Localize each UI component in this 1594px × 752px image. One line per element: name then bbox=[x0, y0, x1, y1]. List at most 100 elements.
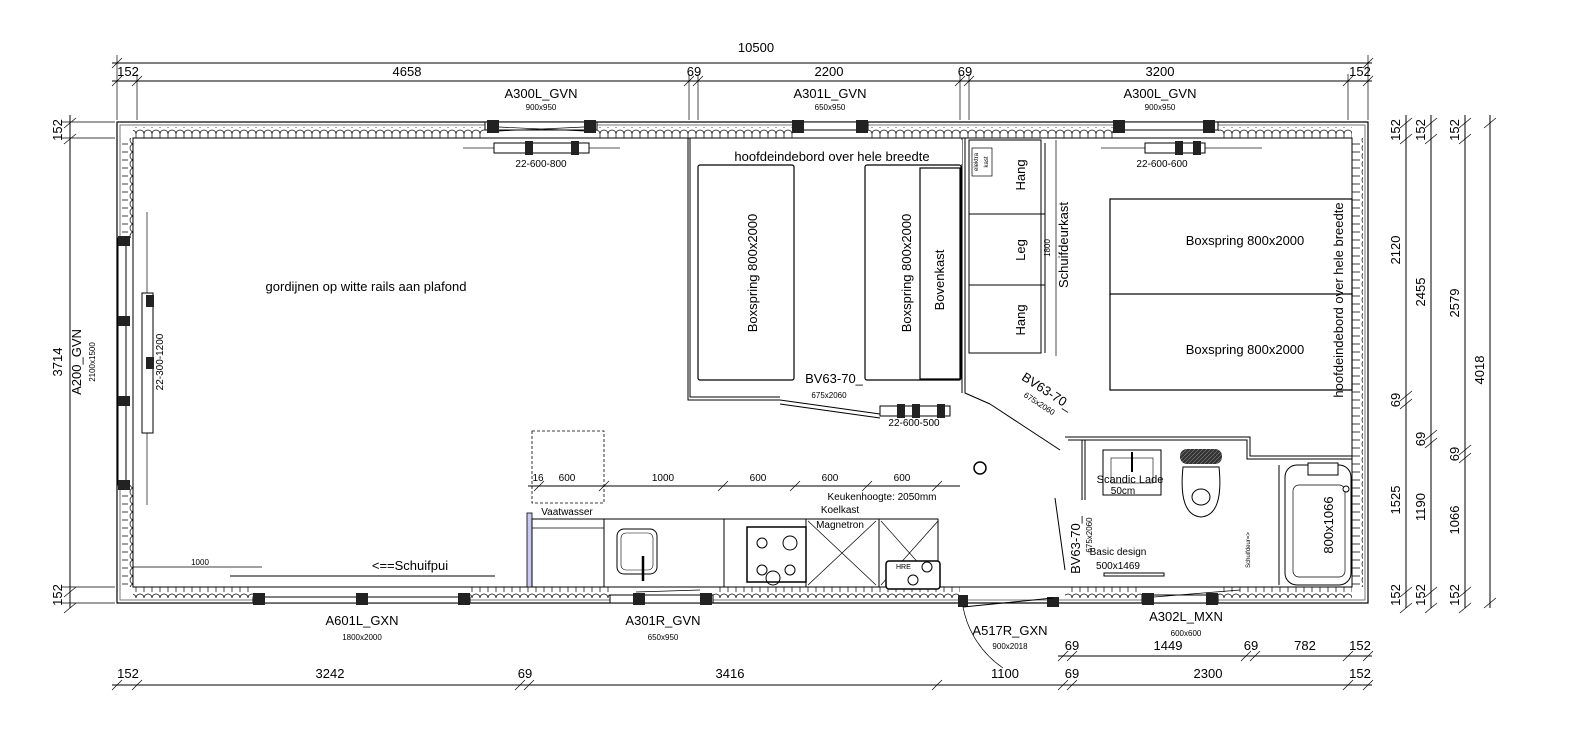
bed-label: Boxspring 800x2000 bbox=[899, 214, 914, 333]
door-size: 1800x2000 bbox=[342, 633, 382, 642]
window-code: A300L_GVN bbox=[1124, 86, 1197, 101]
kitchen-height: Keukenhoogte: 2050mm bbox=[828, 492, 937, 503]
sink-size: 50cm bbox=[1111, 486, 1135, 497]
window-top-left: A300L_GVN 900x950 bbox=[484, 86, 598, 133]
bed-label: Boxspring 800x2000 bbox=[745, 214, 760, 333]
dim-bottom: 69 bbox=[518, 666, 532, 681]
dim-right: 152 bbox=[1447, 584, 1462, 606]
curtains-note: gordijnen op witte rails aan plafond bbox=[266, 279, 467, 294]
dim-bottom: 3416 bbox=[716, 666, 745, 681]
dim-right: 69 bbox=[1413, 432, 1428, 446]
entrance-door: A517R_GXN 900x2018 bbox=[958, 595, 1059, 669]
left-dimensions: 152 3714 152 A200_GVN 2100x1500 bbox=[50, 115, 115, 614]
window-top-middle: A301L_GVN 650x950 bbox=[792, 86, 869, 133]
schuifdeurkast-label: Schuifdeurkast bbox=[1056, 202, 1071, 288]
kitchen-dim: 600 bbox=[559, 473, 576, 484]
dim-top: 152 bbox=[1349, 64, 1371, 79]
radiator-left: 22-300-1200 bbox=[141, 212, 166, 505]
bed-label: Boxspring 800x2000 bbox=[1186, 233, 1305, 248]
dim-right: 69 bbox=[1388, 393, 1403, 407]
sink-label: Scandic Lade bbox=[1097, 474, 1164, 486]
window-size: 900x950 bbox=[526, 103, 557, 112]
dim-top: 69 bbox=[958, 64, 972, 79]
window-code: A300L_GVN bbox=[505, 86, 578, 101]
radiator-top-right: 22-600-600 bbox=[1101, 141, 1262, 170]
dim-bottom: 69 bbox=[1244, 638, 1258, 653]
sink-icon bbox=[616, 528, 658, 581]
dim-right: 152 bbox=[1388, 584, 1403, 606]
window-size: 600x600 bbox=[1171, 629, 1202, 638]
window-code: A301R_GVN bbox=[625, 613, 700, 628]
boiler-label: HRE bbox=[896, 564, 911, 571]
fridge-label: Koelkast bbox=[821, 505, 860, 516]
bed-label: Boxspring 800x2000 bbox=[1186, 342, 1305, 357]
door-code: A517R_GXN bbox=[972, 623, 1047, 638]
dim-bottom: 3242 bbox=[316, 666, 345, 681]
sliding-door-marker: 1000 <==Schuifpui bbox=[133, 558, 495, 577]
door-code: A601L_GXN bbox=[326, 613, 399, 628]
microwave-label: Magnetron bbox=[816, 520, 864, 531]
exterior-walls bbox=[116, 121, 1369, 604]
dim-right: 1066 bbox=[1447, 506, 1462, 535]
kitchen-dim: 600 bbox=[750, 473, 767, 484]
dim-right: 69 bbox=[1447, 447, 1462, 461]
sliding-door-width: 1000 bbox=[191, 558, 209, 567]
kitchen-dim: 1000 bbox=[652, 473, 675, 484]
dim-total-width: 10500 bbox=[738, 40, 774, 55]
dim-bottom: 1449 bbox=[1154, 638, 1183, 653]
dim-right: 152 bbox=[1413, 584, 1428, 606]
window-size: 650x950 bbox=[648, 633, 679, 642]
dim-top: 2200 bbox=[815, 64, 844, 79]
dim-top: 4658 bbox=[393, 64, 422, 79]
radiator-label: 22-300-1200 bbox=[155, 333, 166, 390]
dim-bottom: 69 bbox=[1065, 666, 1079, 681]
dim-right: 1525 bbox=[1388, 486, 1403, 515]
headboard-note: hoofdeindebord over hele breedte bbox=[1331, 202, 1346, 397]
radiator-top-left: 22-600-800 bbox=[463, 141, 620, 170]
dim-top: 3200 bbox=[1146, 64, 1175, 79]
window-code: A200_GVN bbox=[69, 329, 84, 395]
door-size: 900x2018 bbox=[992, 642, 1028, 651]
wardrobe-height: 1800 bbox=[1043, 239, 1052, 257]
kitchen-dim: 600 bbox=[894, 473, 911, 484]
kitchen: 16 600 1000 600 600 600 Keukenhoogte: 20… bbox=[526, 430, 960, 590]
radiator-model: Basic design bbox=[1090, 547, 1147, 558]
dim-bottom: 152 bbox=[1349, 666, 1371, 681]
dim-top: 69 bbox=[687, 64, 701, 79]
shelf-label: Hang bbox=[1013, 304, 1028, 335]
shelf-label: Hang bbox=[1013, 159, 1028, 190]
dim-bottom: 1100 bbox=[991, 666, 1019, 681]
bathroom: BV63-70_ 675x2060 Scandic Lade 50cm Basi… bbox=[973, 436, 1352, 586]
window-bottom-kitchen: A301R_GVN 650x950 bbox=[609, 589, 714, 642]
dim-left: 3714 bbox=[50, 348, 65, 377]
dim-right: 1190 bbox=[1413, 493, 1428, 521]
dim-bottom: 2300 bbox=[1194, 666, 1223, 681]
bedroom-middle: hoofdeindebord over hele breedte Boxspri… bbox=[687, 138, 991, 419]
dim-right: 2120 bbox=[1388, 236, 1403, 265]
dim-left: 152 bbox=[50, 584, 65, 606]
door-size: 675x2060 bbox=[1085, 517, 1094, 553]
dim-bottom: 152 bbox=[117, 666, 139, 681]
dim-right: 152 bbox=[1447, 119, 1462, 141]
dim-total-depth: 4018 bbox=[1472, 356, 1487, 385]
schuifpui-label: <==Schuifpui bbox=[372, 558, 448, 573]
dim-top: 152 bbox=[117, 64, 139, 79]
window-size: 2100x1500 bbox=[88, 342, 97, 382]
dim-right: 2579 bbox=[1447, 289, 1462, 318]
top-dimensions: 10500 152 4658 69 2200 69 3200 152 bbox=[111, 40, 1374, 120]
radiator-label: 22-600-600 bbox=[1136, 159, 1188, 170]
bovenkast-label: Bovenkast bbox=[932, 249, 947, 310]
window-code: A301L_GVN bbox=[794, 86, 867, 101]
stove-icon bbox=[746, 526, 807, 586]
dim-bottom: 69 bbox=[1065, 638, 1079, 653]
door-code: BV63-70_ bbox=[1068, 515, 1083, 574]
toilet-icon bbox=[1180, 449, 1222, 518]
dishwasher-label: Vaatwasser bbox=[541, 507, 593, 518]
headboard-note: hoofdeindebord over hele breedte bbox=[734, 149, 929, 164]
dim-left: 152 bbox=[50, 119, 65, 141]
dim-bottom: 152 bbox=[1349, 638, 1371, 653]
bathtub-size: 800x1066 bbox=[1321, 496, 1336, 553]
sliding-door-bottom: A601L_GXN 1800x2000 bbox=[252, 593, 471, 642]
kitchen-dim: 600 bbox=[822, 473, 839, 484]
